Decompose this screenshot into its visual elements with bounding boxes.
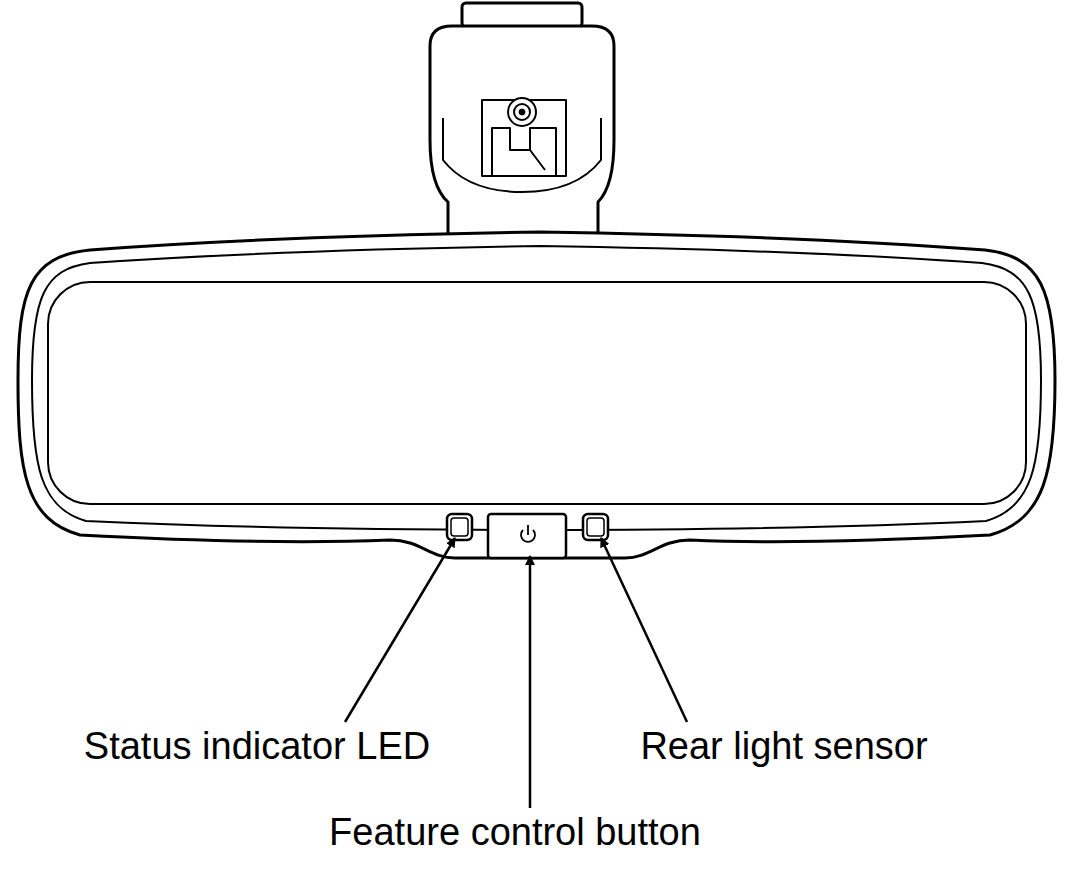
part-label: Rear light sensor bbox=[640, 726, 927, 768]
status-led bbox=[447, 514, 472, 540]
light-sensor-lens bbox=[587, 518, 604, 536]
status-led-lens bbox=[451, 518, 468, 536]
part-label: Feature control button bbox=[329, 812, 701, 854]
mount-screw-inner bbox=[514, 104, 530, 120]
control-button bbox=[488, 514, 566, 558]
mirror-bezel bbox=[32, 246, 1041, 530]
power-icon bbox=[521, 525, 535, 542]
mirror-housing bbox=[18, 232, 1055, 558]
mount-housing bbox=[430, 26, 614, 236]
leader-line bbox=[345, 538, 455, 722]
connector-detail bbox=[492, 128, 556, 176]
mount-screw bbox=[508, 98, 536, 126]
mount-screw-center bbox=[519, 109, 525, 115]
leader-line bbox=[601, 538, 687, 722]
mount-tab bbox=[462, 3, 582, 27]
housing-contour bbox=[443, 118, 601, 192]
leader-line bbox=[529, 556, 532, 808]
connector-window bbox=[482, 100, 566, 176]
mirror-glass bbox=[48, 282, 1026, 504]
light-sensor bbox=[583, 514, 608, 540]
part-label: Status indicator LED bbox=[84, 726, 430, 768]
